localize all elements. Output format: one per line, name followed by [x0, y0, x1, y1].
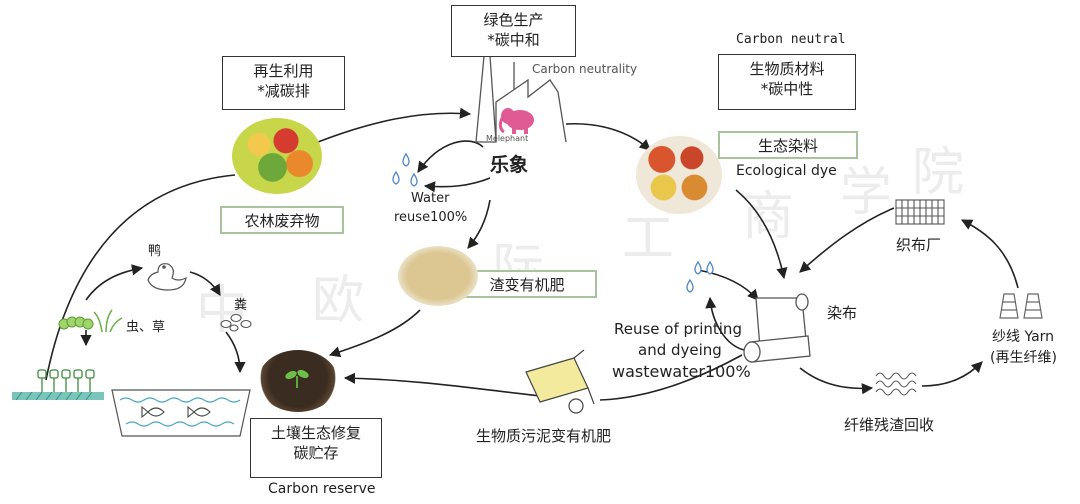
watermark-char: 欧 [312, 271, 365, 331]
reuse-printing-label-3: wastewater100% [612, 362, 751, 381]
insect-grass-icon [58, 309, 123, 333]
dye-box: 生态染料 [718, 131, 858, 159]
sludge-cart-icon [525, 349, 595, 414]
watermark-char: 工 [622, 209, 675, 269]
soil-title: 土壤生态修复 [270, 424, 361, 442]
residue-powder-image [398, 246, 478, 306]
fish-icon [141, 405, 211, 419]
watermark-char: 中 [196, 281, 249, 341]
water-reuse-label-2: reuse100% [394, 210, 468, 225]
dye-powder-image [636, 136, 722, 214]
insect-grass-label: 虫、草 [126, 320, 166, 335]
duck-icon [147, 263, 187, 291]
fiber-recycle-label: 纤维残渣回收 [844, 416, 935, 434]
watermark-char: 商 [742, 187, 795, 247]
dyeing-cloth-label: 染布 [827, 304, 858, 322]
elephant-logo-icon [498, 108, 534, 134]
carbon-reserve-label: Carbon reserve [268, 481, 376, 497]
green-production-sub: *碳中和 [487, 31, 540, 49]
fruit-vegetable-image [232, 118, 322, 194]
recycle-sub: *减碳排 [257, 82, 310, 100]
cloth-roll-icon [743, 293, 811, 363]
weaving-mill-label: 织布厂 [896, 236, 942, 254]
ecological-dye-label: Ecological dye [736, 163, 837, 179]
yarn-label-1: 纱线 Yarn [992, 329, 1055, 345]
green-production-box: 绿色生产 *碳中和 [451, 5, 576, 57]
recycle-box: 再生利用 *减碳排 [222, 56, 345, 110]
residue-fertilizer-box: 渣变有机肥 [457, 270, 597, 298]
yarn-spool-icon [999, 293, 1043, 319]
soil-box: 土壤生态修复 碳贮存 [250, 418, 382, 478]
green-production-title: 绿色生产 [483, 11, 544, 29]
carbon-neutral-label: Carbon neutral [736, 32, 846, 47]
watermark-char: 院 [912, 143, 965, 203]
duck-label: 鸭 [148, 244, 162, 259]
fiber-coil-icon [875, 372, 917, 396]
reuse-printing-label-2: and dyeing [638, 341, 722, 359]
logo-text: Melephant [486, 134, 529, 143]
carbon-neutrality-label: Carbon neutrality [532, 62, 638, 76]
biomaterial-title: 生物质材料 [749, 60, 825, 78]
water-drop-icon [392, 152, 418, 187]
fish-pond-icon [111, 389, 251, 437]
manure-label: 粪 [234, 298, 248, 313]
soil-sub: 碳贮存 [293, 444, 339, 462]
reuse-printing-label-1: Reuse of printing [614, 320, 742, 338]
sprout-icon [285, 369, 309, 388]
water-drop-icon [686, 260, 714, 293]
factory-icon [475, 55, 567, 143]
manure-icon [220, 313, 252, 332]
loom-icon [895, 199, 945, 225]
agri-waste-box: 农林废弃物 [220, 206, 344, 234]
sludge-fertilizer-label: 生物质污泥变有机肥 [476, 427, 612, 445]
biomaterial-sub: *碳中性 [760, 80, 814, 98]
biomaterial-box: 生物质材料 *碳中性 [718, 54, 856, 110]
recycle-title: 再生利用 [253, 62, 314, 80]
yarn-label-2: (再生纤维) [990, 350, 1057, 366]
rice-field-icon [12, 369, 104, 401]
brand-name: 乐象 [490, 154, 529, 176]
water-reuse-label-1: Water [411, 191, 450, 206]
